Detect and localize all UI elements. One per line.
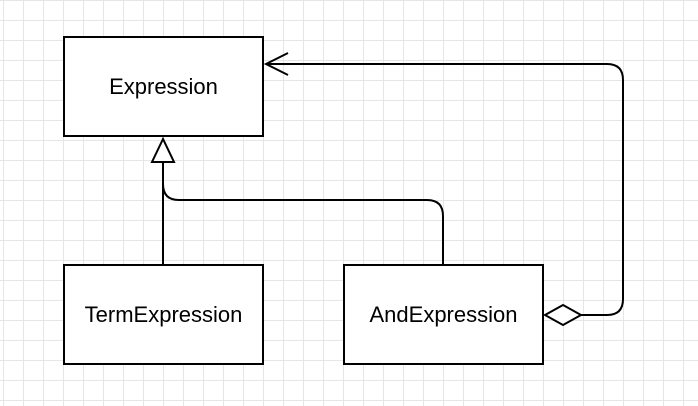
generalization-arrowhead bbox=[150, 136, 176, 163]
class-term-expression[interactable]: TermExpression bbox=[63, 264, 264, 365]
aggregation-arrowhead bbox=[263, 52, 289, 76]
class-and-expression-label: AndExpression bbox=[369, 301, 518, 327]
class-expression-label: Expression bbox=[109, 73, 218, 99]
aggregation-diamond bbox=[542, 303, 584, 327]
aggregation-line bbox=[267, 63, 624, 316]
class-term-expression-label: TermExpression bbox=[84, 301, 243, 327]
class-expression[interactable]: Expression bbox=[63, 36, 264, 137]
generalization-line-and bbox=[162, 183, 444, 264]
class-and-expression[interactable]: AndExpression bbox=[343, 264, 544, 365]
